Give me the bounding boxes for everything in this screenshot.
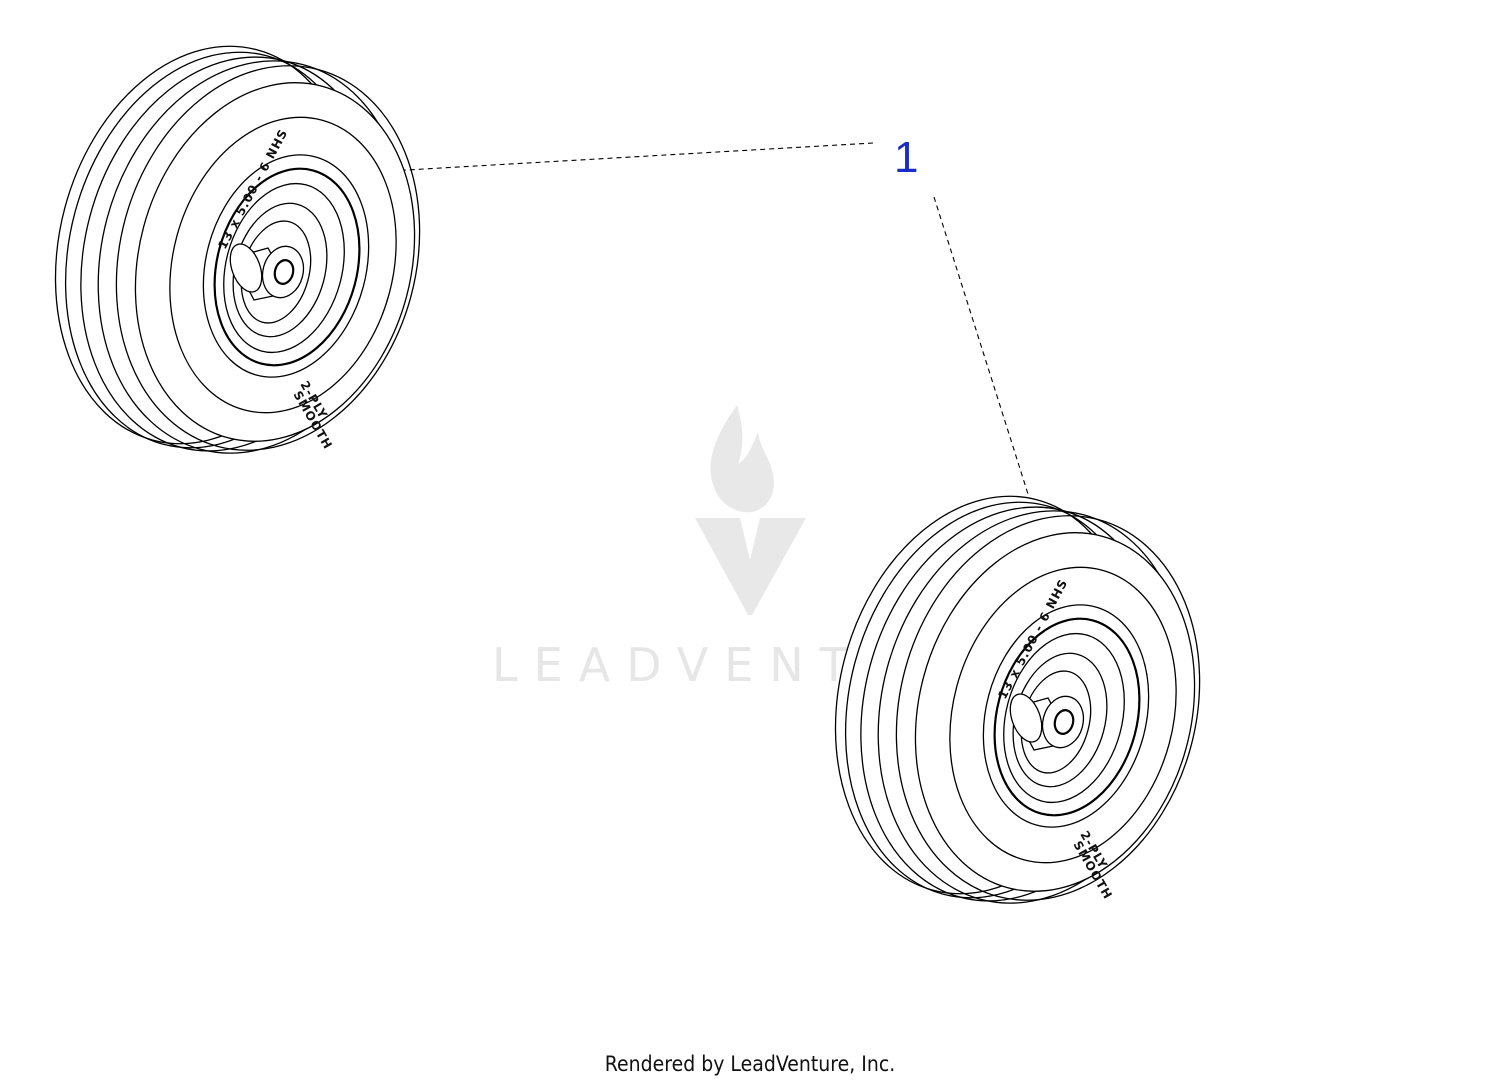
leader-line-lower-wheel bbox=[933, 196, 1029, 495]
wheel-assembly-upper[interactable]: 13 x 5.00 - 6 NHS SMOOTH 2-PLY bbox=[13, 12, 462, 488]
hub-end bbox=[1041, 695, 1085, 749]
tire-sidewall-ring bbox=[169, 116, 397, 414]
hub-bore bbox=[1053, 709, 1075, 735]
hub-end-back bbox=[229, 243, 263, 293]
tire-tread-groove bbox=[115, 65, 421, 451]
rim-lip bbox=[213, 167, 361, 367]
tire-sidewall-ring bbox=[949, 566, 1177, 864]
rim-inner bbox=[223, 182, 345, 354]
leader-line-upper-wheel bbox=[371, 142, 874, 173]
callout-1[interactable]: 1 bbox=[894, 133, 918, 182]
leader-lines bbox=[371, 142, 1029, 495]
render-credit: Rendered by LeadVenture, Inc. bbox=[604, 1052, 896, 1076]
hub-end bbox=[261, 245, 305, 299]
hub-bore bbox=[273, 259, 295, 285]
hub-end-back bbox=[1009, 693, 1043, 743]
rim-lip bbox=[993, 617, 1141, 817]
tire-tread-groove bbox=[895, 515, 1201, 901]
wheel-assembly-lower[interactable]: 13 x 5.00 - 6 NHS SMOOTH 2-PLY bbox=[793, 462, 1242, 938]
rim-inner bbox=[1003, 632, 1125, 804]
flame-v-logo-icon bbox=[695, 405, 806, 615]
